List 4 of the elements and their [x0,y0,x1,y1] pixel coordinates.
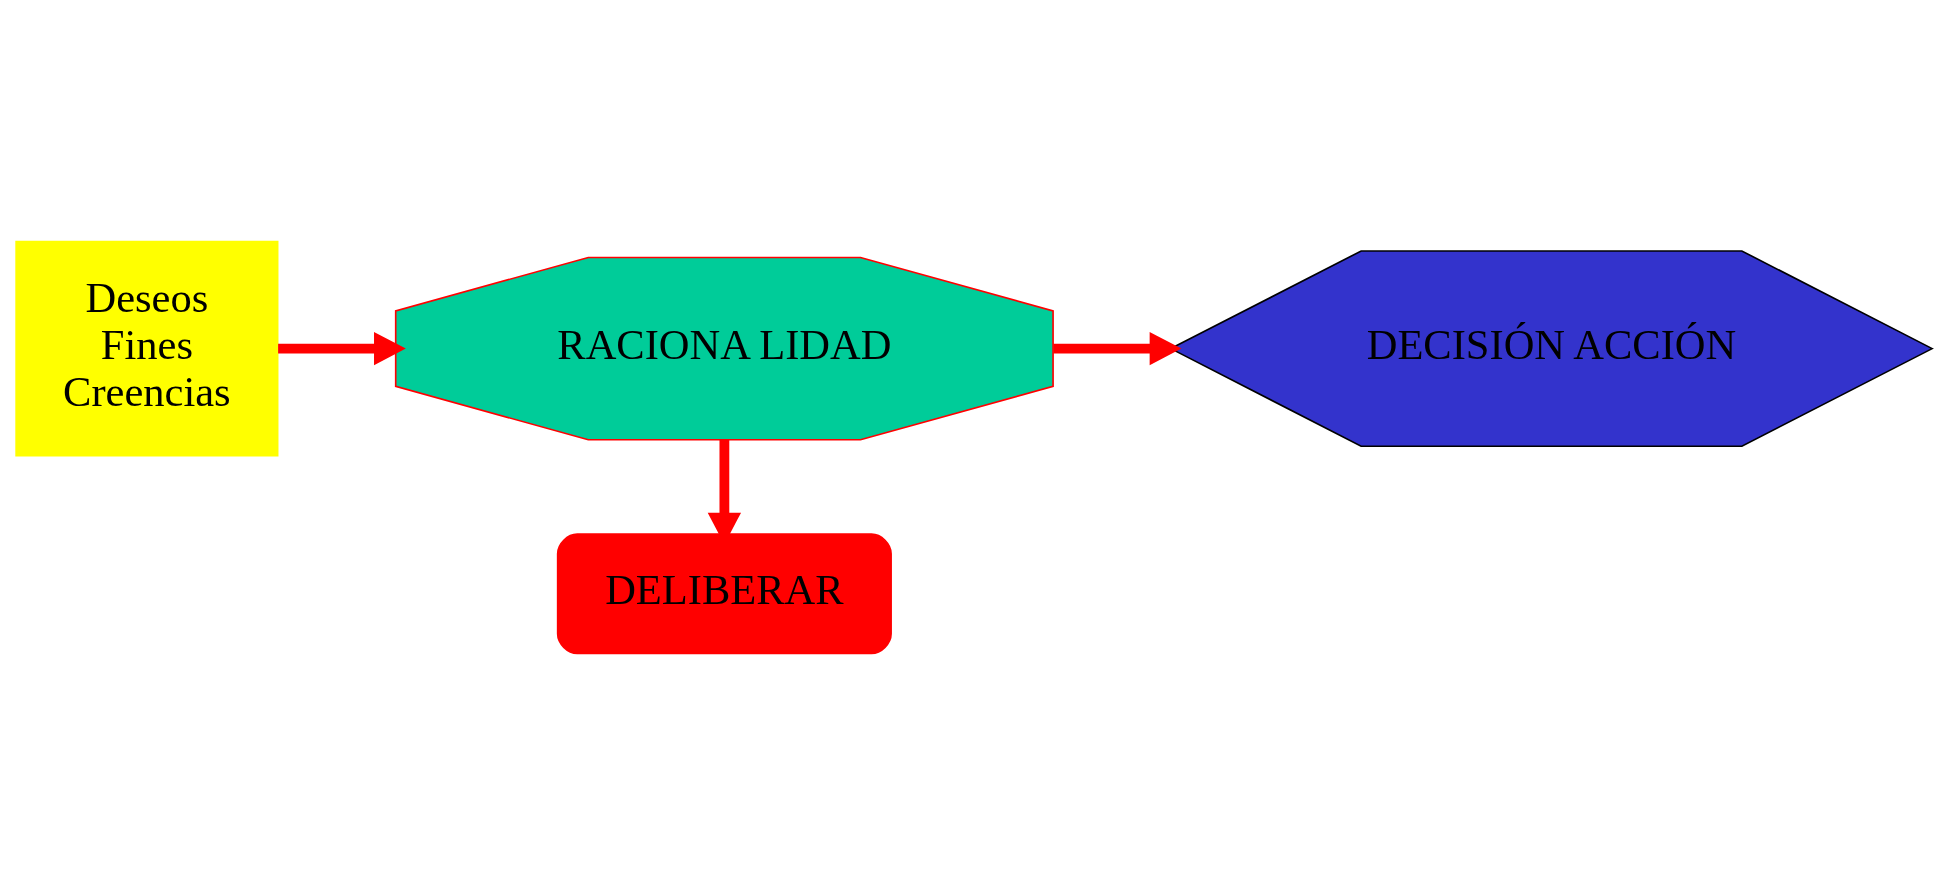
node-box: Deseos Fines Creencias [15,240,279,456]
arrow [278,331,406,365]
arrow [1053,331,1182,365]
node-box: DELIBERAR [556,532,892,654]
